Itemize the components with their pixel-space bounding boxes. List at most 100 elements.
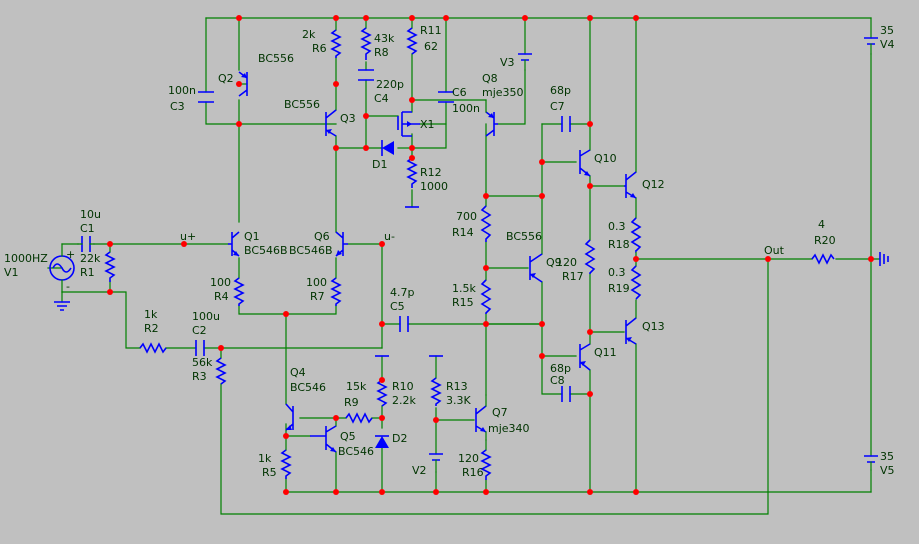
v1-value: 1000HZ <box>4 252 48 265</box>
r4-value: 100 <box>210 276 231 289</box>
r3-ref: R3 <box>192 370 207 383</box>
r1-ref: R1 <box>80 266 95 279</box>
c8-value: 68p <box>550 362 571 375</box>
transistor-q10 <box>579 149 591 177</box>
capacitor-c7 <box>561 116 571 132</box>
d2-ref: D2 <box>392 432 407 445</box>
r4-ref: R4 <box>214 290 229 303</box>
r16-value: 120 <box>458 452 479 465</box>
transistor-q12 <box>624 171 637 199</box>
r9-value: 15k <box>346 380 367 393</box>
q7-ref: Q7 <box>492 406 508 419</box>
q7-model: mje340 <box>488 422 530 435</box>
ac-source-v1 <box>49 243 75 293</box>
capacitor-c3 <box>198 91 214 103</box>
transistor-q8 <box>485 99 498 137</box>
resistor-r3 <box>215 357 227 385</box>
r17-value: 120 <box>556 256 577 269</box>
q13-ref: Q13 <box>642 320 665 333</box>
diodes <box>375 140 394 448</box>
q9-model: BC556 <box>506 230 542 243</box>
q3-ref: Q3 <box>340 112 356 125</box>
r5-ref: R5 <box>262 466 277 479</box>
r14-ref: R14 <box>452 226 474 239</box>
transistor-q2 <box>238 71 248 97</box>
q1-model: BC546B <box>244 244 288 257</box>
diode-d2 <box>375 435 389 448</box>
r12-ref: R12 <box>420 166 442 179</box>
resistor-r18 <box>630 217 642 253</box>
c8-ref: C8 <box>550 374 565 387</box>
transistor-q11 <box>579 343 591 371</box>
r9-ref: R9 <box>344 396 359 409</box>
r7-ref: R7 <box>310 290 325 303</box>
battery-v4 <box>864 37 878 55</box>
r17-ref: R17 <box>562 270 584 283</box>
r3-value: 56k <box>192 356 213 369</box>
transistor-q6 <box>335 231 348 257</box>
capacitor-c1 <box>77 236 95 252</box>
v1-ref: V1 <box>4 266 19 279</box>
capacitor-c4 <box>358 69 374 81</box>
q12-ref: Q12 <box>642 178 665 191</box>
q2-model: BC556 <box>258 52 294 65</box>
resistor-r5 <box>280 449 292 479</box>
c4-value: 220p <box>376 78 404 91</box>
transistor-q5 <box>310 425 337 453</box>
q5-ref: Q5 <box>340 430 356 443</box>
transistors <box>228 71 637 453</box>
r11-ref: R11 <box>420 24 442 37</box>
resistor-r2 <box>139 342 167 354</box>
q9-ref: Q9 <box>546 256 562 269</box>
transistor-q4 <box>285 403 294 431</box>
c5-value: 4.7p <box>390 286 414 299</box>
r10-value: 2.2k <box>392 394 416 407</box>
resistor-r8 <box>360 27 372 60</box>
capacitors <box>77 69 571 402</box>
r16-ref: R16 <box>462 466 484 479</box>
transistor-q13 <box>625 317 637 345</box>
ground-v1-icon <box>54 301 70 311</box>
c7-value: 68p <box>550 84 571 97</box>
r8-ref: R8 <box>374 46 389 59</box>
q11-ref: Q11 <box>594 346 617 359</box>
r10-ref: R10 <box>392 380 414 393</box>
capacitor-c2 <box>195 340 205 356</box>
q8-model: mje350 <box>482 86 524 99</box>
v2-ref: V2 <box>412 464 427 477</box>
r19-value: 0.3 <box>608 266 626 279</box>
r20-value: 4 <box>818 218 825 231</box>
r15-value: 1.5k <box>452 282 476 295</box>
resistor-r6 <box>330 29 342 58</box>
r5-value: 1k <box>258 452 272 465</box>
r6-ref: R6 <box>312 42 327 55</box>
r12-value: 1000 <box>420 180 448 193</box>
resistor-r19 <box>630 265 642 300</box>
c1-ref: C1 <box>80 222 95 235</box>
q8-ref: Q8 <box>482 72 498 85</box>
q1-ref: Q1 <box>244 230 260 243</box>
v4-value: 35 <box>880 24 894 37</box>
r18-value: 0.3 <box>608 220 626 233</box>
r13-value: 3.3K <box>446 394 471 407</box>
transistor-q1 <box>228 231 240 257</box>
resistor-r17 <box>584 239 596 274</box>
r14-value: 700 <box>456 210 477 223</box>
net-out: Out <box>764 244 785 257</box>
r19-ref: R19 <box>608 282 630 295</box>
v1-minus: - <box>66 280 70 293</box>
c3-ref: C3 <box>170 100 185 113</box>
resistor-r16 <box>480 449 492 480</box>
c3-value: 100n <box>168 84 196 97</box>
v4-ref: V4 <box>880 38 895 51</box>
resistors <box>104 27 835 480</box>
c6-ref: C6 <box>452 86 467 99</box>
x1-ref: X1 <box>420 118 435 131</box>
c4-ref: C4 <box>374 92 389 105</box>
resistor-r7 <box>330 277 342 306</box>
mosfet-x1 <box>397 111 420 137</box>
r18-ref: R18 <box>608 238 630 251</box>
q3-model: BC556 <box>284 98 320 111</box>
resistor-r9 <box>345 412 373 424</box>
